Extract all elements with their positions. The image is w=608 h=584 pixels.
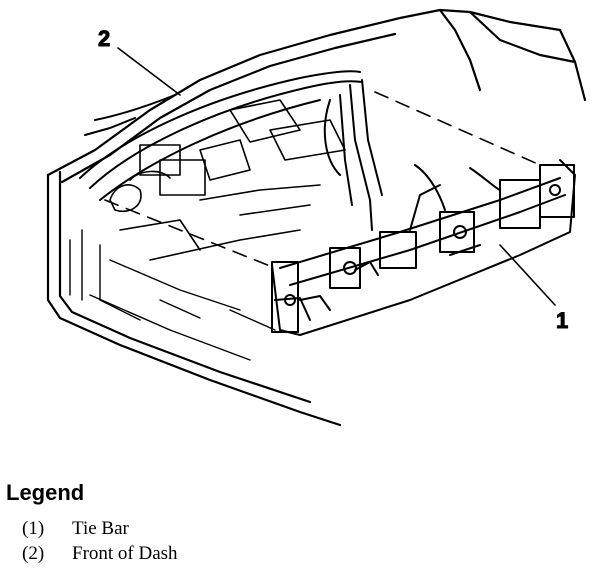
legend-item-label: Front of Dash	[72, 543, 178, 564]
reference-dashed-line-left	[104, 199, 276, 269]
legend-item-number: (2)	[22, 543, 45, 564]
legend-item-number: (1)	[22, 518, 45, 539]
firewall-details	[109, 99, 346, 261]
legend-title: Legend	[6, 480, 85, 505]
front-of-dash	[79, 70, 363, 201]
callout-2: 2	[98, 26, 110, 51]
legend-item: (2) Front of Dash	[22, 541, 596, 566]
legend-item-label: Tie Bar	[72, 518, 129, 539]
callout-leaders	[117, 47, 556, 306]
tie-bar	[271, 159, 576, 336]
floor-lines	[69, 229, 276, 361]
legend-item: (1) Tie Bar	[22, 516, 596, 541]
door-opening	[323, 79, 383, 231]
vehicle-body-diagram: 2 1	[46, 8, 587, 427]
reference-dashed-line	[374, 91, 541, 166]
callout-1: 1	[556, 308, 568, 333]
legend: Legend (1) Tie Bar (2) Front of Dash	[6, 480, 596, 566]
